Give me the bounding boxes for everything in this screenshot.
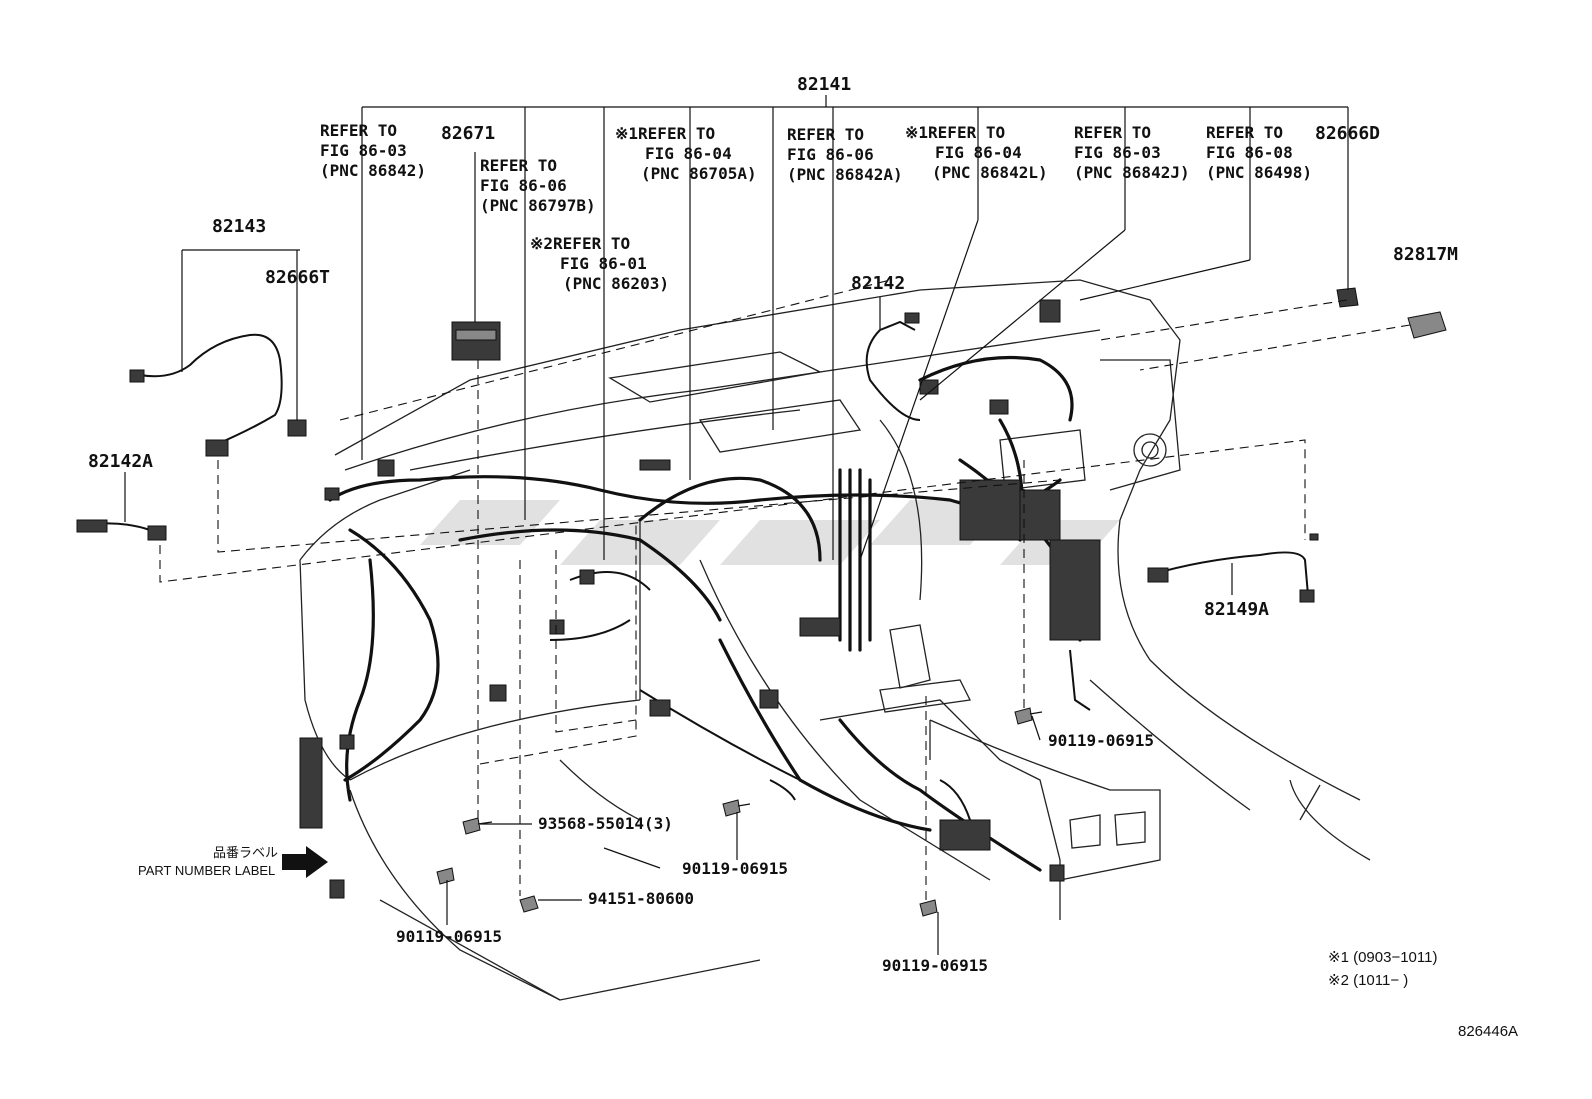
svg-text:REFER TO: REFER TO — [480, 156, 557, 175]
refer-note-3: ※2REFER TO FIG 86-01 (PNC 86203) — [530, 234, 669, 293]
callout-90119-bottom: 90119-06915 — [882, 956, 988, 975]
svg-text:(PNC 86203): (PNC 86203) — [563, 274, 669, 293]
footnote-2: ※2 (1011− ) — [1328, 972, 1408, 989]
part-82149A-harness — [1147, 533, 1319, 603]
part-82671-relay — [451, 321, 501, 361]
refer-note-5: REFER TO FIG 86-06 (PNC 86842A) — [787, 125, 903, 184]
svg-text:FIG 86-06: FIG 86-06 — [480, 176, 567, 195]
part-82666T-connector — [287, 419, 307, 437]
svg-text:REFER TO: REFER TO — [787, 125, 864, 144]
connectors — [299, 299, 1101, 899]
svg-text:FIG 86-06: FIG 86-06 — [787, 145, 874, 164]
refer-note-4: ※1REFER TO FIG 86-04 (PNC 86705A) — [615, 124, 757, 183]
callout-93568: 93568-55014(3) — [538, 814, 673, 833]
callout-82671: 82671 — [441, 123, 495, 144]
part-label-jp: 品番ラベル — [213, 845, 278, 860]
callout-82666T: 82666T — [265, 267, 330, 288]
svg-text:REFER TO: REFER TO — [1074, 123, 1151, 142]
figure-code: 826446A — [1458, 1023, 1518, 1040]
refer-note-6: ※1REFER TO FIG 86-04 (PNC 86842L) — [905, 123, 1048, 182]
part-82666D-clip — [1336, 287, 1359, 308]
svg-text:FIG 86-03: FIG 86-03 — [1074, 143, 1161, 162]
svg-text:※1REFER TO: ※1REFER TO — [615, 124, 715, 143]
part-82143-harness — [129, 333, 283, 457]
svg-text:(PNC 86842L): (PNC 86842L) — [932, 163, 1048, 182]
callout-90119-right: 90119-06915 — [1048, 731, 1154, 750]
callout-82666D: 82666D — [1315, 123, 1380, 144]
svg-text:(PNC 86842A): (PNC 86842A) — [787, 165, 903, 184]
callout-82149A: 82149A — [1204, 599, 1269, 620]
callout-82142: 82142 — [851, 273, 905, 294]
part-82142-harness — [879, 312, 920, 331]
callout-82142A: 82142A — [88, 451, 153, 472]
callout-82817M: 82817M — [1393, 244, 1458, 265]
svg-text:REFER TO: REFER TO — [320, 121, 397, 140]
part-82142A-harness — [76, 519, 167, 541]
refer-note-2: REFER TO FIG 86-06 (PNC 86797B) — [480, 156, 596, 215]
refer-note-8: REFER TO FIG 86-08 (PNC 86498) — [1206, 123, 1312, 182]
part-number-label-arrow — [282, 846, 328, 878]
svg-text:FIG 86-04: FIG 86-04 — [645, 144, 732, 163]
svg-text:(PNC 86842J): (PNC 86842J) — [1074, 163, 1190, 182]
footnote-1: ※1 (0903−1011) — [1328, 949, 1437, 966]
callout-82143: 82143 — [212, 216, 266, 237]
callout-94151: 94151-80600 — [588, 889, 694, 908]
svg-text:(PNC 86705A): (PNC 86705A) — [641, 164, 757, 183]
leader-lines — [124, 152, 1233, 955]
dashed-guides — [159, 279, 1411, 900]
refer-note-1: REFER TO FIG 86-03 (PNC 86842) — [320, 121, 426, 180]
svg-text:(PNC 86842): (PNC 86842) — [320, 161, 426, 180]
svg-text:FIG 86-03: FIG 86-03 — [320, 141, 407, 160]
svg-text:FIG 86-04: FIG 86-04 — [935, 143, 1022, 162]
callout-90119-left: 90119-06915 — [396, 927, 502, 946]
part-82817M-cover — [1407, 311, 1447, 339]
refer-note-7: REFER TO FIG 86-03 (PNC 86842J) — [1074, 123, 1190, 182]
svg-text:※2REFER TO: ※2REFER TO — [530, 234, 630, 253]
instrument-panel-outline — [299, 279, 1371, 1001]
svg-text:FIG 86-08: FIG 86-08 — [1206, 143, 1293, 162]
svg-text:※1REFER TO: ※1REFER TO — [905, 123, 1005, 142]
callout-bracket-82141 — [361, 95, 1349, 561]
svg-text:FIG 86-01: FIG 86-01 — [560, 254, 647, 273]
bolts — [436, 707, 1043, 917]
part-label-en: PART NUMBER LABEL — [138, 863, 275, 878]
main-harness — [328, 329, 1091, 872]
svg-text:REFER TO: REFER TO — [1206, 123, 1283, 142]
svg-text:(PNC 86797B): (PNC 86797B) — [480, 196, 596, 215]
callout-82141: 82141 — [797, 74, 851, 95]
svg-text:(PNC 86498): (PNC 86498) — [1206, 163, 1312, 182]
callout-90119-mid: 90119-06915 — [682, 859, 788, 878]
